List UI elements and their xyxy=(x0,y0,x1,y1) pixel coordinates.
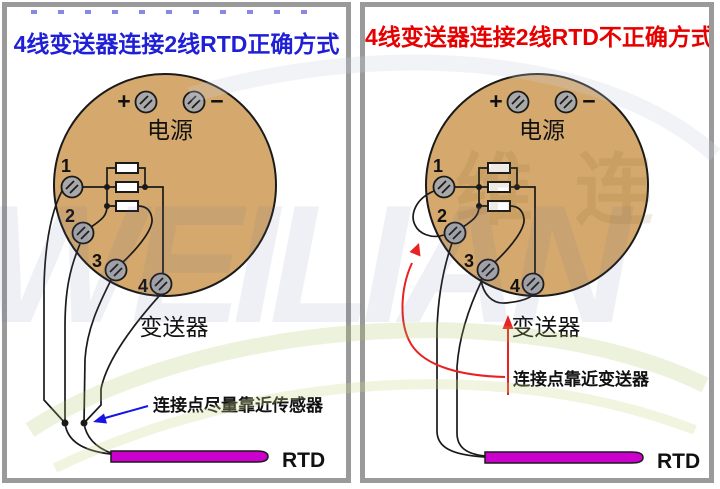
terminal-label-1: 1 xyxy=(61,156,71,176)
terminal-screw-4 xyxy=(521,272,545,296)
terminal-screw-3 xyxy=(476,258,500,282)
terminal-screw-4 xyxy=(149,272,173,296)
panel-correct-title: 4线变送器连接2线RTD正确方式 xyxy=(13,31,340,57)
terminal-label-2: 2 xyxy=(437,206,447,226)
terminal-screw-2 xyxy=(71,221,95,245)
resistor-bottom xyxy=(487,200,511,212)
lead-wires xyxy=(43,190,161,455)
terminal-screw-1 xyxy=(60,175,84,199)
power-label: 电源 xyxy=(147,117,193,143)
power-plus-sign: + xyxy=(489,88,502,114)
power-label: 电源 xyxy=(519,117,565,143)
rtd-probe xyxy=(484,451,644,464)
terminal-label-1: 1 xyxy=(433,156,443,176)
resistor-top xyxy=(487,162,511,174)
lead-wires xyxy=(436,242,486,458)
transmitter-body xyxy=(425,73,649,297)
resistor-bottom xyxy=(115,200,139,212)
panel-incorrect-title: 4线变送器连接2线RTD不正确方式 xyxy=(365,24,714,50)
power-plus-sign: + xyxy=(117,88,130,114)
rtd-label: RTD xyxy=(282,449,325,472)
power-minus-sign: − xyxy=(582,88,595,114)
incorrect-wiring-diagram: + − 电源 1 2 3 4 xyxy=(401,73,700,473)
red-arrow-straight xyxy=(502,315,514,395)
power-screw-minus xyxy=(182,90,206,114)
resistor-middle xyxy=(115,181,139,193)
power-minus-sign: − xyxy=(210,88,223,114)
terminal-label-3: 3 xyxy=(464,251,474,271)
terminal-screw-2 xyxy=(443,221,467,245)
correct-wiring-diagram: + − 电源 1 2 3 4 xyxy=(43,73,325,472)
blue-arrow xyxy=(93,405,149,424)
rtd-probe xyxy=(110,450,269,463)
terminal-label-3: 3 xyxy=(92,251,102,271)
red-arrow-curved xyxy=(401,243,506,378)
terminal-screw-1 xyxy=(432,175,456,199)
device-label: 变送器 xyxy=(140,314,209,340)
incorrect-annotation: 连接点靠近变送器 xyxy=(513,369,650,389)
clipped-text-artifact xyxy=(31,10,321,14)
resistor-top xyxy=(115,162,139,174)
panel-incorrect: 4线变送器连接2线RTD不正确方式 + − 电源 1 2 3 xyxy=(360,2,714,483)
power-screw-plus xyxy=(134,90,158,114)
power-screw-minus xyxy=(554,90,578,114)
power-screw-plus xyxy=(506,90,530,114)
device-label: 变送器 xyxy=(512,314,581,340)
rtd-label: RTD xyxy=(657,450,700,473)
internal-circuit xyxy=(83,162,164,274)
terminal-label-4: 4 xyxy=(510,276,520,296)
transmitter-body xyxy=(53,73,277,297)
panel-correct: 4线变送器连接2线RTD正确方式 + − 电源 xyxy=(2,2,351,483)
terminal-screw-3 xyxy=(104,258,128,282)
internal-circuit xyxy=(455,162,536,274)
resistor-middle xyxy=(487,181,511,193)
correct-annotation: 连接点尽量靠近传感器 xyxy=(153,395,324,415)
terminal-label-2: 2 xyxy=(65,206,75,226)
terminal-label-4: 4 xyxy=(138,276,148,296)
jumper-wires xyxy=(412,190,534,304)
